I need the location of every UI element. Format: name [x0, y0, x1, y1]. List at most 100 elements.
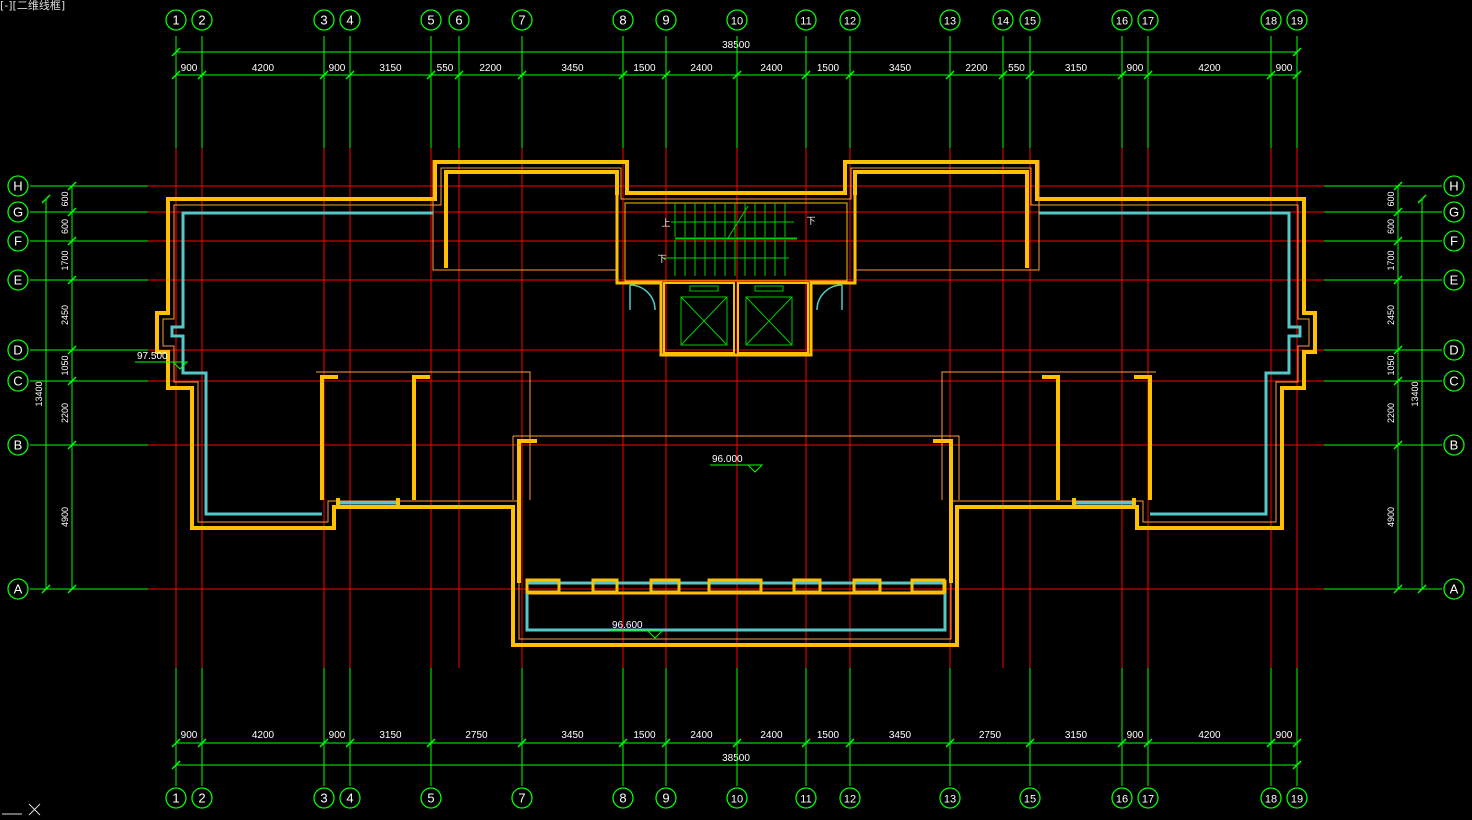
- dim-top-seg-label: 900: [329, 63, 346, 74]
- axis-bubble-bottom-11-circle: [795, 787, 817, 809]
- stair-core-wall: [615, 195, 857, 357]
- axis-bubble-bottom-2-label: 2: [198, 791, 205, 806]
- axis-bubble-top-1-circle: [165, 9, 187, 31]
- dim-top-seg-label: 4200: [252, 63, 275, 74]
- axis-bubble-right-E-circle: [1443, 269, 1465, 291]
- elevator-cab-left: [680, 296, 728, 346]
- stair-break-line: [727, 205, 749, 239]
- dim-top-seg-label: 4200: [1198, 63, 1221, 74]
- outer-wall-inner-line: [162, 167, 1310, 640]
- balcony-pier-5: [852, 578, 882, 594]
- elevator-x-right-b: [745, 296, 793, 346]
- axis-bubble-right-H-label: H: [1449, 179, 1458, 194]
- axis-bubble-right-D-label: D: [1449, 343, 1458, 358]
- dim-top-seg-label: 3150: [379, 63, 402, 74]
- dim-bottom-seg-label: 1500: [633, 730, 656, 741]
- dim-top-seg-label: 900: [1127, 63, 1144, 74]
- axis-bubble-left-E-circle: [7, 269, 29, 291]
- dim-right-seg-label: 600: [1386, 219, 1396, 234]
- axis-bubble-top-5-circle: [420, 9, 442, 31]
- axis-bubble-top-1-label: 1: [172, 13, 179, 28]
- axis-bubble-left-B-circle: [7, 434, 29, 456]
- right-wing-window: [1039, 211, 1302, 516]
- axis-bubble-top-17-circle: [1137, 9, 1159, 31]
- axis-bubble-bottom-9-label: 9: [662, 791, 669, 806]
- axis-bubble-left-A-label: A: [14, 582, 23, 597]
- dim-top-total-label: 38500: [722, 40, 750, 51]
- stair-well: [624, 202, 848, 282]
- door-swing-right: [816, 284, 843, 311]
- dim-right-seg-label: 4900: [1386, 507, 1396, 527]
- stair-label-down-1: 下: [806, 216, 815, 226]
- dim-right-seg-label: 1700: [1386, 250, 1396, 270]
- dim-bottom-seg-label: 4200: [252, 730, 275, 741]
- door-swing-left: [629, 284, 656, 311]
- viewport-label[interactable]: [-][二维线框]: [0, 0, 66, 12]
- dim-top-seg-label: 550: [1008, 63, 1025, 74]
- axis-bubble-left-D-circle: [7, 339, 29, 361]
- axis-bubble-bottom-2-circle: [191, 787, 213, 809]
- axis-bubble-right-G-circle: [1443, 201, 1465, 223]
- dim-bottom-seg-label: 2400: [690, 730, 713, 741]
- dim-top-seg-label: 900: [181, 63, 198, 74]
- axis-bubble-top-8-circle: [612, 9, 634, 31]
- dim-left-total-label: 13400: [34, 381, 44, 406]
- dim-left-seg-label: 2450: [60, 305, 70, 325]
- axis-bubble-bottom-13-label: 13: [944, 794, 956, 806]
- ucs-cross-b: [28, 803, 41, 816]
- axis-bubble-top-2-label: 2: [198, 13, 205, 28]
- axis-bubble-top-2-circle: [191, 9, 213, 31]
- axis-bubble-bottom-10-label: 10: [731, 794, 743, 806]
- axis-bubble-right-C-label: C: [1449, 374, 1458, 389]
- axis-bubble-top-11-label: 11: [800, 16, 811, 28]
- axis-bubble-left-H-label: H: [13, 179, 22, 194]
- axis-bubble-bottom-8-circle: [612, 787, 634, 809]
- dim-top-seg-label: 900: [1276, 63, 1293, 74]
- dim-left-seg-label: 1700: [60, 250, 70, 270]
- axis-bubble-left-G-label: G: [13, 205, 23, 220]
- axis-bubble-bottom-19-circle: [1286, 787, 1308, 809]
- axis-bubble-top-10-circle: [726, 9, 748, 31]
- axis-bubble-top-16-circle: [1111, 9, 1133, 31]
- axis-bubble-left-H-circle: [7, 175, 29, 197]
- axis-bubble-bottom-7-circle: [511, 787, 533, 809]
- balcony-pier-4: [792, 578, 822, 594]
- dim-top-seg-label: 2200: [965, 63, 988, 74]
- axis-bubble-top-6-circle: [448, 9, 470, 31]
- center-hall-wall: [517, 439, 953, 583]
- axis-bubble-bottom-7-label: 7: [518, 791, 525, 806]
- axis-bubble-right-F-circle: [1443, 230, 1465, 252]
- axis-bubble-top-9-label: 9: [662, 13, 669, 28]
- axis-bubble-bottom-4-circle: [339, 787, 361, 809]
- window-pier-r2: [1132, 498, 1136, 508]
- right-room-walls: [1042, 375, 1152, 500]
- axis-bubble-right-D-circle: [1443, 339, 1465, 361]
- axis-bubble-top-12-circle: [839, 9, 861, 31]
- dim-bottom-seg-label: 900: [181, 730, 198, 741]
- axis-bubble-top-15-circle: [1019, 9, 1041, 31]
- elevator-door-left: [689, 285, 719, 292]
- axis-bubble-top-19-circle: [1286, 9, 1308, 31]
- dim-bottom-seg-label: 4200: [1198, 730, 1221, 741]
- dim-bottom-seg-label: 900: [329, 730, 346, 741]
- dim-top-seg-label: 1500: [633, 63, 656, 74]
- axis-bubble-bottom-5-circle: [420, 787, 442, 809]
- axis-bubble-bottom-5-label: 5: [427, 791, 434, 806]
- dim-bottom-seg-label: 3450: [889, 730, 912, 741]
- dim-right-total-label: 13400: [1410, 381, 1420, 406]
- axis-bubble-top-5-label: 5: [427, 13, 434, 28]
- axis-bubble-top-9-circle: [655, 9, 677, 31]
- elevator-door-right: [754, 285, 784, 292]
- axis-bubble-right-C-circle: [1443, 370, 1465, 392]
- axis-bubble-top-6-label: 6: [455, 13, 462, 28]
- elevator-right: [737, 282, 809, 354]
- dim-top-seg-label: 1500: [817, 63, 840, 74]
- axis-bubble-top-17-label: 17: [1142, 16, 1154, 28]
- axis-bubble-bottom-1-circle: [165, 787, 187, 809]
- dim-top-seg-label: 2400: [690, 63, 713, 74]
- axis-bubble-right-B-label: B: [1450, 438, 1459, 453]
- dim-bottom-seg-label: 3150: [379, 730, 402, 741]
